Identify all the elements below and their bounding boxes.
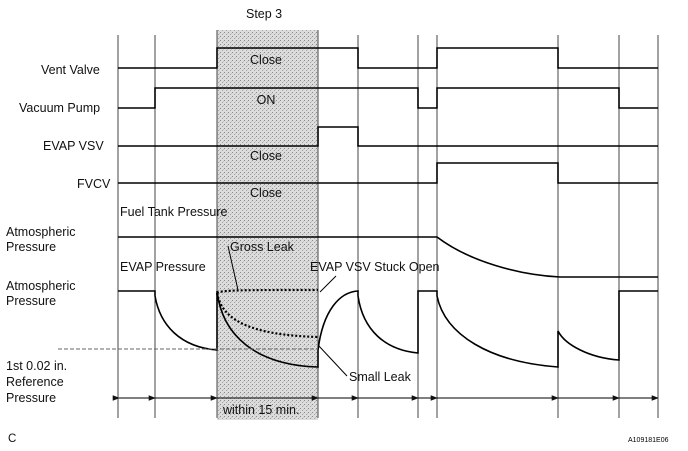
evap-pressure-trace bbox=[118, 290, 658, 368]
corner-letter: C bbox=[8, 433, 16, 445]
reference-line-2: Reference bbox=[6, 375, 64, 389]
figure-code: A109181E06 bbox=[628, 437, 669, 444]
fuel-tank-pressure-trace bbox=[118, 236, 658, 278]
vent-valve-trace bbox=[118, 47, 658, 69]
state-fvcv-close: Close bbox=[250, 186, 282, 200]
step3-shaded-region bbox=[217, 30, 318, 420]
annotation-gross-leak: Gross Leak bbox=[230, 240, 295, 254]
vacuum-pump-trace bbox=[118, 87, 658, 109]
label-vent-valve: Vent Valve bbox=[41, 63, 100, 77]
state-vsv-close: Close bbox=[250, 149, 282, 163]
label-fvcv: FVCV bbox=[77, 177, 111, 191]
reference-line-3: Pressure bbox=[6, 391, 56, 405]
label-evap-pressure: EVAP Pressure bbox=[120, 260, 206, 274]
gross-leak-leader bbox=[227, 245, 239, 291]
fvcv-trace bbox=[118, 162, 658, 184]
state-vent-close: Close bbox=[250, 53, 282, 67]
label-fuel-tank-pressure: Fuel Tank Pressure bbox=[120, 205, 228, 219]
reference-line-1: 1st 0.02 in. bbox=[6, 359, 67, 373]
state-pump-on: ON bbox=[257, 93, 276, 107]
label-atmospheric-2: Atmospheric bbox=[6, 279, 75, 293]
annotation-small-leak: Small Leak bbox=[349, 370, 412, 384]
label-vacuum-pump: Vacuum Pump bbox=[19, 101, 100, 115]
step-label: Step 3 bbox=[246, 7, 282, 21]
small-leak-trace bbox=[215, 292, 319, 339]
evap-vsv-trace bbox=[118, 126, 658, 147]
small-leak-leader bbox=[317, 344, 348, 377]
vsv-stuck-open-leader bbox=[319, 275, 337, 293]
label-evap-vsv: EVAP VSV bbox=[43, 139, 104, 153]
label-pressure-1: Pressure bbox=[6, 240, 56, 254]
label-pressure-2: Pressure bbox=[6, 294, 56, 308]
label-atmospheric-1: Atmospheric bbox=[6, 225, 75, 239]
time-window-label: within 15 min. bbox=[222, 403, 299, 417]
annotation-vsv-stuck-open: EVAP VSV Stuck Open bbox=[310, 260, 440, 274]
